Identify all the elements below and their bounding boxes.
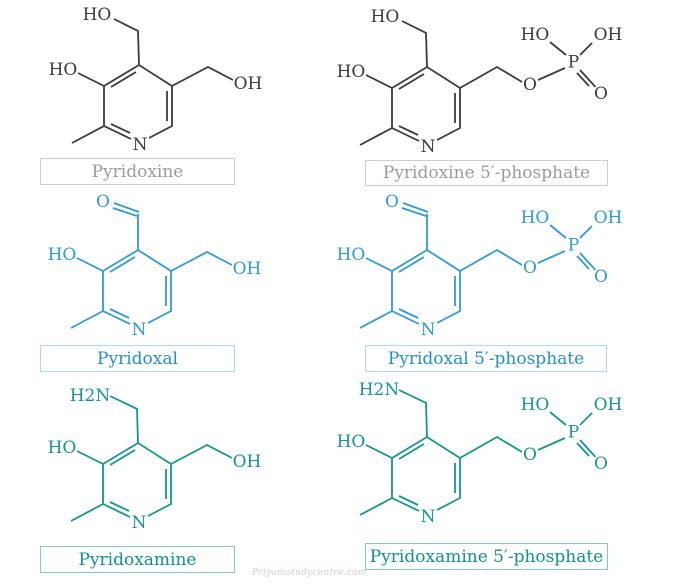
atom-label-phosphorus: P [568,236,579,256]
atom-label-phosphate-ho: HO [521,395,550,415]
atom-label-phosphate-oh: OH [594,208,623,228]
atom-label-ester-oxygen: O [523,75,537,95]
atom-label-hydroxy-left: HO [337,62,366,82]
atom-label-amine: H2N [70,386,111,406]
atom-label-phosphate-double-oxygen: O [594,454,608,474]
pyridoxamine-structure: H2N HO OH N [46,384,263,535]
pyridoxamine-single-bonds [70,395,233,522]
atom-label-ester-oxygen: O [523,445,537,465]
atom-label-hydroxymethyl-right: OH [234,74,263,94]
pyridoxine-double-bond-inner-lines [110,71,168,134]
pyridoxine-single-bonds [71,18,234,144]
pyridoxal-5p-double-bond-inner-lines [398,202,597,319]
label-pyridoxamine: Pyridoxamine [78,549,197,570]
pyridoxal-double-bond-inner-lines [109,202,167,319]
label-box-pyridoxal: Pyridoxal [40,345,235,372]
pyridoxamine-5p-single-bonds [359,389,593,516]
atom-label-hydroxy-left: HO [337,245,366,265]
atom-label-phosphate-double-oxygen: O [594,84,608,104]
pyridoxamine-5p-double-bond-inner-lines [398,439,597,506]
atom-label-ring-nitrogen: N [133,135,148,155]
pyridoxal-structure: O HO OH N [46,190,263,342]
label-box-pyridoxine-5-phosphate: Pyridoxine 5′-phosphate [365,160,608,186]
atom-label-phosphate-oh: OH [594,25,623,45]
label-box-pyridoxine: Pyridoxine [40,158,235,185]
atom-label-hydroxy-left: HO [49,60,78,80]
label-box-pyridoxal-5-phosphate: Pyridoxal 5′-phosphate [365,345,607,372]
pyridoxamine-5-phosphate-structure: H2N HO N O P HO OH O [335,378,624,529]
label-pyridoxine: Pyridoxine [91,161,184,182]
atom-label-phosphate-ho: HO [521,25,550,45]
atom-label-ester-oxygen: O [523,258,537,278]
label-box-pyridoxamine: Pyridoxamine [40,546,235,573]
pyridoxine-5-phosphate-structure: HO HO N O P HO OH O [335,5,624,159]
atom-label-hydroxymethyl-top: HO [83,5,112,25]
label-box-pyridoxamine-5-phosphate: Pyridoxamine 5′-phosphate [365,543,608,570]
atom-label-phosphorus: P [568,423,579,443]
atom-label-ring-nitrogen: N [132,513,147,533]
pyridoxal-single-bonds [70,214,233,329]
pyridoxal-5-phosphate-structure: O HO N O P HO OH O [335,190,624,342]
atom-label-phosphate-ho: HO [521,208,550,228]
atom-label-phosphate-oh: OH [594,395,623,415]
label-pyridoxine-5-phosphate: Pyridoxine 5′-phosphate [382,163,591,183]
pyridoxamine-double-bond-inner-lines [109,449,167,512]
atom-label-hydroxymethyl-right: OH [233,259,262,279]
label-pyridoxal: Pyridoxal [97,348,178,369]
atom-label-hydroxy-left: HO [48,245,77,265]
atom-label-phosphorus: P [568,53,579,73]
atom-label-hydroxymethyl-top: HO [371,7,400,27]
atom-label-aldehyde-oxygen: O [385,192,399,212]
pyridoxal-5p-single-bonds [359,214,593,329]
watermark: Priyamstudycentre.com [252,568,367,578]
pyridoxine-5p-single-bonds [359,20,593,146]
atom-label-ring-nitrogen: N [421,507,436,527]
atom-label-hydroxymethyl-right: OH [233,452,262,472]
atom-label-hydroxy-left: HO [337,432,366,452]
pyridoxine-structure: HO HO OH N [47,3,264,157]
atom-label-ring-nitrogen: N [132,320,147,340]
atom-label-amine: H2N [359,380,400,400]
atom-label-ring-nitrogen: N [421,137,436,157]
atom-label-phosphate-double-oxygen: O [594,267,608,287]
label-pyridoxal-5-phosphate: Pyridoxal 5′-phosphate [387,348,585,369]
atom-label-aldehyde-oxygen: O [96,192,110,212]
pyridoxine-5p-double-bond-inner-lines [398,69,597,136]
atom-label-ring-nitrogen: N [421,320,436,340]
atom-label-hydroxy-left: HO [48,438,77,458]
label-pyridoxamine-5-phosphate: Pyridoxamine 5′-phosphate [369,546,604,567]
